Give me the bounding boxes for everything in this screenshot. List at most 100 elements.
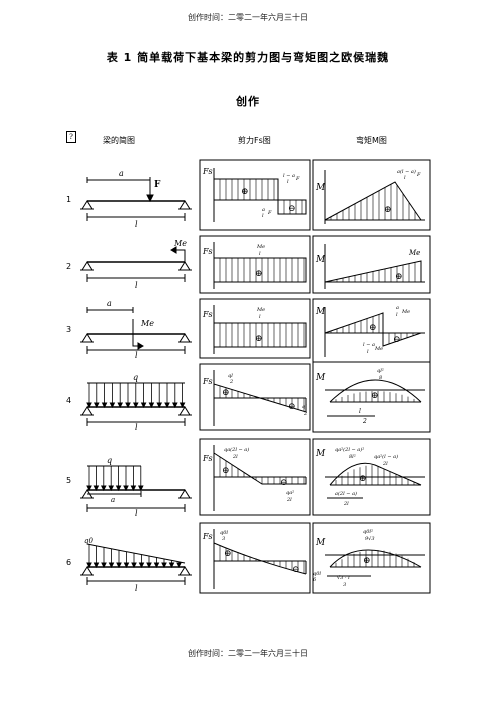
value-label: l	[367, 349, 369, 355]
axis-label: M	[315, 449, 326, 459]
sign-marker: ⊕	[255, 269, 263, 279]
value-label: l	[396, 312, 398, 318]
load-label: q	[133, 373, 138, 382]
value-label: F	[416, 172, 421, 178]
load-arrow-head	[116, 562, 122, 569]
shear-diagram-4: Fs ql 2 ql 2 ⊕ ⊖	[199, 363, 311, 431]
sign-marker: ⊖	[393, 335, 401, 345]
row-number-4: 4	[66, 396, 72, 405]
sign-marker: ⊖	[292, 565, 300, 575]
load-arrow-head	[161, 562, 167, 569]
length-label: l	[135, 423, 138, 432]
sign-marker: ⊕	[359, 474, 367, 484]
load-arrow-head	[86, 562, 92, 569]
shear-diagram-1: Fs l − a l F a l F ⊕ ⊖	[199, 159, 311, 231]
load-arrow-head	[137, 485, 144, 492]
load-label: Me	[140, 319, 154, 328]
value-label: l	[404, 175, 406, 181]
load-arrow-head	[101, 402, 108, 409]
load-arrow-head	[123, 485, 129, 492]
shear-diagram-5: Fs qa(2l − a) 2l qa² 2l ⊕ ⊖	[199, 438, 311, 516]
load-arrow-head	[168, 562, 175, 569]
value-label: 2l	[343, 501, 349, 507]
sign-marker: ⊕	[384, 205, 392, 215]
axis-label: Fs	[202, 310, 213, 319]
axis-label: Fs	[202, 247, 213, 256]
beam-diagram-2: Me l	[80, 239, 192, 290]
value-label: l	[287, 179, 289, 185]
value-label: ql²	[377, 368, 384, 374]
load-arrow-head	[132, 402, 139, 409]
load-arrow-head	[93, 485, 100, 492]
value-label: 3	[343, 582, 346, 588]
sign-marker: ⊕	[222, 388, 230, 398]
load-arrow-head	[115, 485, 122, 492]
sign-marker: ⊕	[395, 272, 403, 282]
value-label: √3 · l	[337, 575, 350, 581]
value-label: a	[262, 207, 265, 213]
axis-label: Fs	[202, 532, 213, 541]
row-number-1: 1	[66, 195, 72, 204]
axis-label: M	[315, 538, 326, 548]
load-arrow-head	[171, 402, 178, 409]
document-title: 表 1 简单载荷下基本梁的剪力图与弯矩图之欧侯瑞魏	[106, 51, 390, 64]
value-label: l	[259, 314, 261, 320]
load-arrow-head	[130, 485, 137, 492]
moment-diagram-2: M Me ⊕	[312, 235, 431, 294]
load-arrow-head	[179, 402, 186, 409]
value-label: 2	[229, 379, 233, 385]
load-arrow-head	[140, 402, 147, 409]
value-label: Me	[401, 309, 410, 315]
load-arrow-head	[131, 562, 137, 569]
dim-label: a	[111, 496, 115, 504]
beam-diagram-1: a F l	[80, 169, 192, 229]
sign-marker: ⊕	[369, 323, 377, 333]
sign-marker: ⊕	[241, 187, 249, 197]
sign-marker: ⊖	[288, 204, 296, 214]
sign-marker: ⊕	[224, 549, 232, 559]
value-label: a(l − a)	[397, 168, 416, 175]
load-arrow-head	[108, 562, 115, 569]
load-label: q0	[84, 537, 93, 545]
load-arrow-head	[86, 402, 92, 409]
column-header-shear: 剪力Fs图	[238, 136, 271, 145]
value-label: qa²(2l − a)²	[335, 446, 364, 453]
value-label: ql	[228, 373, 233, 379]
load-arrow-head	[86, 485, 92, 492]
load-arrow-head	[164, 402, 170, 409]
corner-mark: ?	[66, 131, 76, 143]
axis-label: M	[315, 183, 326, 193]
row-number-6: 6	[66, 558, 72, 567]
value-label: 2l	[382, 461, 388, 467]
length-label: l	[135, 584, 138, 593]
load-label: Me	[173, 239, 187, 248]
value-label: 2	[303, 411, 307, 417]
load-arrow-head	[153, 562, 160, 569]
load-arrow-head	[125, 402, 131, 409]
value-label: q0l	[220, 530, 228, 536]
value-label: 2	[362, 418, 367, 425]
value-label: Me	[256, 244, 265, 250]
load-label: q	[107, 456, 112, 465]
sign-marker: ⊕	[363, 556, 371, 566]
value-label: a	[396, 305, 399, 311]
value-label: Me	[374, 346, 383, 352]
value-label: l − a	[283, 173, 295, 179]
value-label: Me	[256, 307, 265, 313]
beam-diagram-5: q a l	[80, 456, 192, 518]
value-label: 9√3	[365, 536, 375, 542]
value-label: 6	[313, 577, 317, 583]
length-label: l	[135, 509, 138, 518]
document-title-continued: 创作	[236, 95, 260, 108]
load-label: F	[154, 180, 161, 190]
load-arrow-head	[176, 562, 182, 569]
load-arrow-head	[101, 562, 107, 569]
value-label: F	[267, 210, 272, 216]
load-arrow-head	[100, 485, 107, 492]
axis-label: Fs	[202, 167, 213, 176]
sign-marker: ⊕	[255, 334, 263, 344]
moment-diagram-4: M ql² 8 l 2 ⊕	[312, 361, 431, 433]
value-label: 3	[222, 536, 225, 542]
axis-label: M	[315, 255, 326, 265]
load-arrow-head	[108, 485, 115, 492]
